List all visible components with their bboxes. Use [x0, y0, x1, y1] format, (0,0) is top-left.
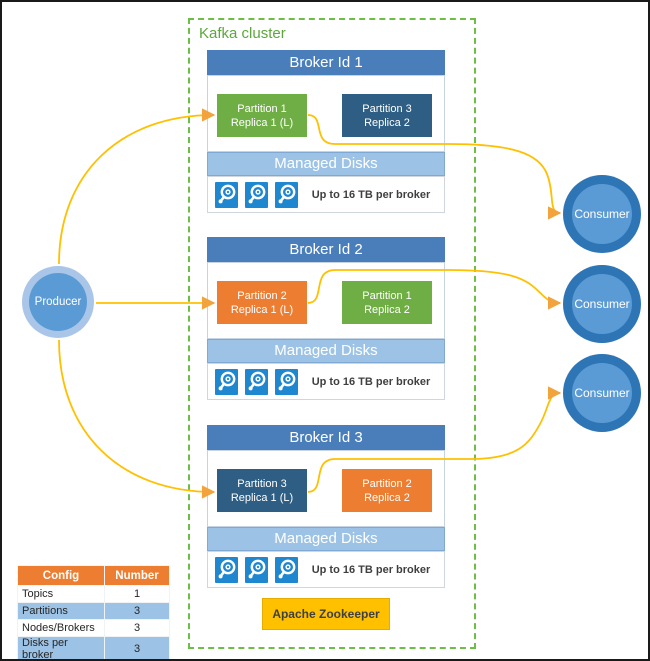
partition-name: Partition 3 [362, 102, 412, 115]
config-table-header-row: Config Number [17, 565, 170, 586]
broker-2-partition-leader: Partition 2 Replica 1 (L) [217, 281, 307, 324]
replica-name: Replica 1 (L) [230, 491, 294, 504]
broker-3-partition-leader: Partition 3 Replica 1 (L) [217, 469, 307, 512]
broker-1-managed-disks-bar: Managed Disks [207, 152, 445, 176]
config-table: Config Number Topics 1 Partitions 3 Node… [17, 565, 170, 659]
config-value: 1 [104, 585, 170, 603]
broker-3-title: Broker Id 3 [207, 425, 445, 450]
broker-2-partition-replica: Partition 1 Replica 2 [342, 281, 432, 324]
broker-1: Broker Id 1 Partition 1 Replica 1 (L) Pa… [207, 50, 445, 213]
config-value: 3 [104, 602, 170, 620]
broker-2-managed-disks-bar: Managed Disks [207, 339, 445, 363]
producer-label: Producer [29, 273, 87, 331]
replica-name: Replica 1 (L) [230, 116, 294, 129]
managed-disk-icon [245, 556, 268, 583]
managed-disk-icon [215, 181, 238, 208]
broker-1-title: Broker Id 1 [207, 50, 445, 75]
broker-2: Broker Id 2 Partition 2 Replica 1 (L) Pa… [207, 237, 445, 400]
managed-disk-icon [245, 368, 268, 395]
managed-disk-icon [275, 181, 298, 208]
disk-capacity-note: Up to 16 TB per broker [311, 188, 431, 201]
broker-3-partition-replica: Partition 2 Replica 2 [342, 469, 432, 512]
partition-name: Partition 2 [237, 289, 287, 302]
managed-disk-icon [215, 368, 238, 395]
broker-2-disk-row: Up to 16 TB per broker [207, 363, 445, 400]
config-value: 3 [104, 636, 170, 659]
consumer-node-1: Consumer [563, 175, 641, 253]
consumer-node-2: Consumer [563, 265, 641, 343]
managed-disk-icon [275, 368, 298, 395]
replica-name: Replica 2 [364, 303, 410, 316]
managed-disk-icon [215, 556, 238, 583]
managed-disk-icon [275, 556, 298, 583]
replica-name: Replica 2 [364, 491, 410, 504]
broker-1-disk-row: Up to 16 TB per broker [207, 176, 445, 213]
consumer-label: Consumer [572, 184, 632, 244]
config-value: 3 [104, 619, 170, 637]
partition-name: Partition 1 [237, 102, 287, 115]
partition-name: Partition 3 [237, 477, 287, 490]
replica-name: Replica 2 [364, 116, 410, 129]
table-row: Nodes/Brokers 3 [17, 619, 170, 637]
table-row: Disks per broker 3 [17, 636, 170, 659]
replica-name: Replica 1 (L) [230, 303, 294, 316]
broker-2-title: Broker Id 2 [207, 237, 445, 262]
managed-disk-icon [245, 181, 268, 208]
kafka-cluster-boundary: Kafka cluster [188, 18, 476, 649]
config-name: Nodes/Brokers [17, 619, 105, 637]
config-table-header-config: Config [17, 565, 105, 586]
consumer-node-3: Consumer [563, 354, 641, 432]
disk-capacity-note: Up to 16 TB per broker [311, 563, 431, 576]
disk-capacity-note: Up to 16 TB per broker [311, 375, 431, 388]
config-name: Topics [17, 585, 105, 603]
consumer-label: Consumer [572, 363, 632, 423]
config-name: Disks per broker [17, 636, 105, 659]
broker-1-partition-replica: Partition 3 Replica 2 [342, 94, 432, 137]
config-table-header-number: Number [104, 565, 170, 586]
kafka-cluster-label: Kafka cluster [199, 25, 286, 42]
partition-name: Partition 2 [362, 477, 412, 490]
table-row: Topics 1 [17, 585, 170, 603]
apache-zookeeper-box: Apache Zookeeper [262, 598, 390, 630]
partition-name: Partition 1 [362, 289, 412, 302]
producer-node: Producer [22, 266, 94, 338]
config-name: Partitions [17, 602, 105, 620]
broker-1-partition-leader: Partition 1 Replica 1 (L) [217, 94, 307, 137]
table-row: Partitions 3 [17, 602, 170, 620]
broker-3: Broker Id 3 Partition 3 Replica 1 (L) Pa… [207, 425, 445, 588]
broker-3-managed-disks-bar: Managed Disks [207, 527, 445, 551]
consumer-label: Consumer [572, 274, 632, 334]
broker-3-disk-row: Up to 16 TB per broker [207, 551, 445, 588]
